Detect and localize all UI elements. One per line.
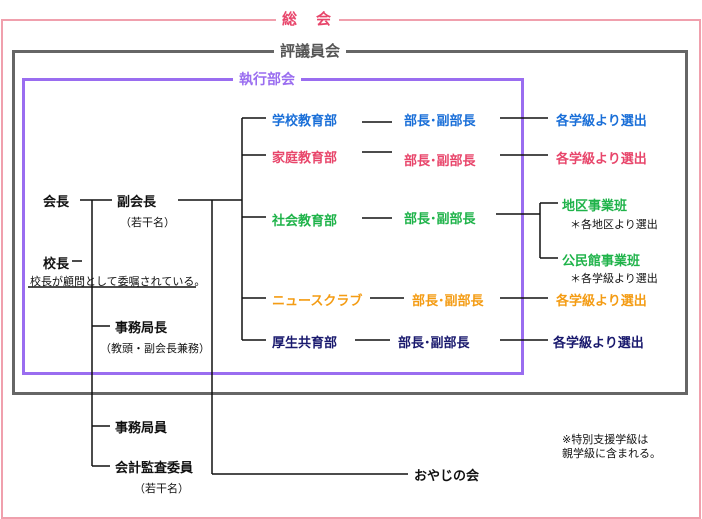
fukukaicho-label: 副会長 xyxy=(117,195,157,210)
hyogiinkai-frame xyxy=(12,50,688,395)
footnote-line1: ※特別支援学級は xyxy=(562,433,649,446)
head-katei: 部長･副部長 xyxy=(404,154,476,169)
jimukyokucho-note: （教頭・副会長兼務） xyxy=(100,342,210,355)
branch-kominkan: 公民館事業班 xyxy=(562,254,641,269)
shikkobukai-title: 執行部会 xyxy=(233,69,301,89)
dept-katei: 家庭教育部 xyxy=(272,151,338,166)
kocho-label: 校長 xyxy=(43,257,70,272)
head-shakai: 部長･副部長 xyxy=(404,212,476,227)
selection-kosei: 各学級より選出 xyxy=(553,336,644,351)
selection-news: 各学級より選出 xyxy=(556,294,647,309)
dept-gakko: 学校教育部 xyxy=(272,114,338,129)
dept-news: ニュースクラブ xyxy=(272,294,363,309)
jimukyokuin-label: 事務局員 xyxy=(115,421,168,436)
kaikei-kansa-note: （若干名） xyxy=(134,482,189,495)
footnote-line2: 親学級に含まれる。 xyxy=(562,447,661,460)
jimukyokucho-label: 事務局長 xyxy=(115,321,168,336)
kaikei-kansa-label: 会計監査委員 xyxy=(115,461,194,476)
selection-katei: 各学級より選出 xyxy=(556,152,647,167)
dept-kosei: 厚生共育部 xyxy=(272,336,338,351)
soukai-title: 総 会 xyxy=(276,8,340,29)
head-kosei: 部長･副部長 xyxy=(398,336,470,351)
branch-kominkan-note: ＊各学級より選出 xyxy=(570,272,658,285)
fukukaicho-note: （若干名） xyxy=(120,216,175,229)
hyogiinkai-title: 評議員会 xyxy=(274,40,347,61)
oyaji-label: おやじの会 xyxy=(414,469,480,484)
kaicho-label: 会長 xyxy=(43,195,70,210)
dept-shakai: 社会教育部 xyxy=(272,214,338,229)
head-gakko: 部長･副部長 xyxy=(404,114,476,129)
selection-gakko: 各学級より選出 xyxy=(556,114,647,129)
branch-chiku-note: ＊各地区より選出 xyxy=(570,218,658,231)
branch-chiku: 地区事業班 xyxy=(562,199,628,214)
kocho-note: 校長が顧問として委嘱されている。 xyxy=(30,275,206,288)
head-news: 部長･副部長 xyxy=(412,294,484,309)
